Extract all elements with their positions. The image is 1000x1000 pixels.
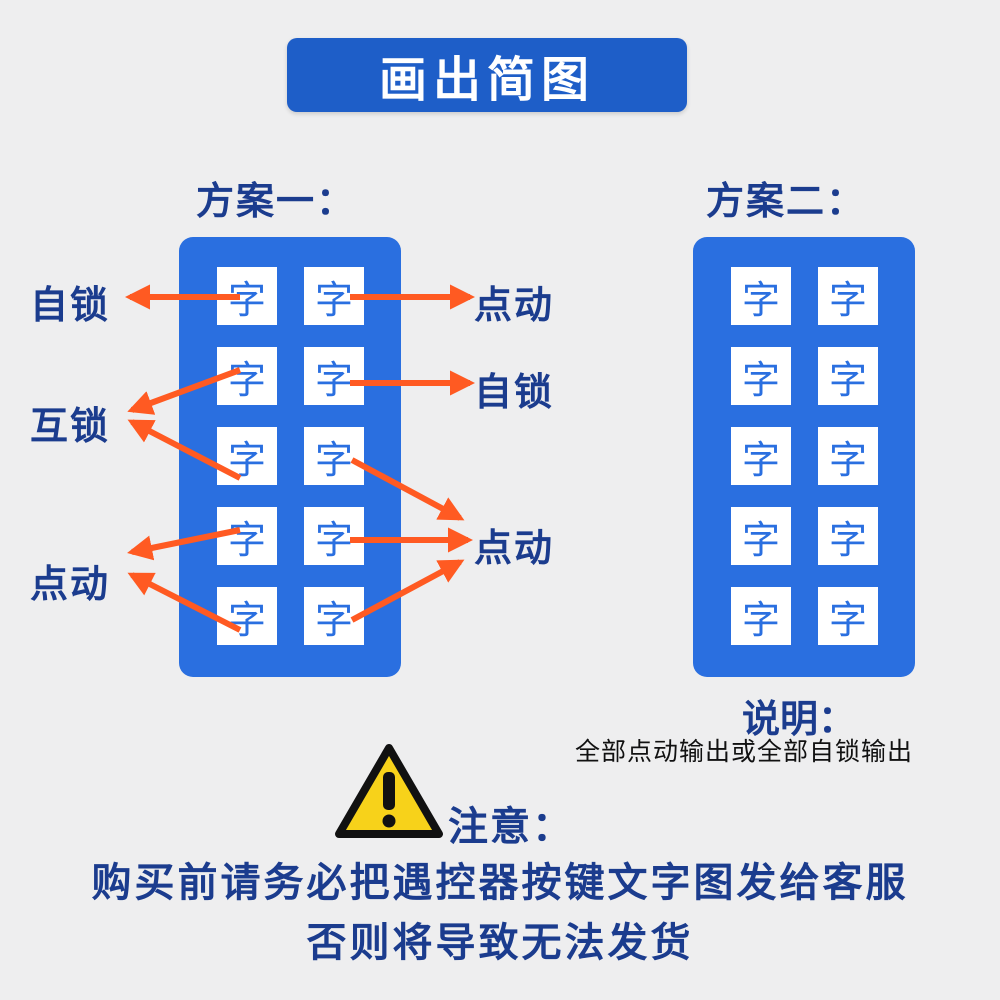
note-title: 说明： [742,697,857,741]
arrow-left-interlock-2 [127,419,242,481]
scheme2-key-r5-c1: 字 [731,587,791,645]
scheme2-key-r3-c2: 字 [818,427,878,485]
scheme1-panel: 字 字 字 字 字 字 字 字 字 字 [179,237,401,677]
note-text: 全部点动输出或全部自锁输出 [575,737,914,766]
scheme2-key-r2-c1: 字 [731,347,791,405]
right-label-jog-bottom: 点动 [474,526,555,570]
warning-icon [335,744,443,838]
arrow-left-jog-2 [127,572,242,633]
scheme2-key-r4-c2: 字 [818,507,878,565]
scheme2-key-r4-c1: 字 [731,507,791,565]
left-label-jog: 点动 [30,562,111,606]
scheme2-key-r1-c2: 字 [818,267,878,325]
scheme1-key-r3-c1: 字 [217,427,277,485]
scheme1-title: 方案一： [196,179,357,223]
scheme1-key-r1-c2: 字 [304,267,364,325]
scheme2-panel: 字 字 字 字 字 字 字 字 字 字 [693,237,915,677]
scheme2-key-r1-c1: 字 [731,267,791,325]
warning-title: 注意： [448,804,574,850]
notice-line-1: 购买前请务必把遇控器按键文字图发给客服 [91,860,909,906]
right-label-selflock: 自锁 [474,370,555,414]
scheme1-key-r5-c1: 字 [217,587,277,645]
right-label-jog-top: 点动 [474,283,555,327]
arrow-right-jog-3 [350,559,465,623]
scheme1-key-r4-c2: 字 [304,507,364,565]
arrow-right-jog-1 [350,457,465,521]
scheme2-key-r2-c2: 字 [818,347,878,405]
arrow-left-jog-1 [127,527,241,561]
scheme2-title: 方案二： [706,179,867,223]
scheme1-key-r4-c1: 字 [217,507,277,565]
scheme2-key-r5-c2: 字 [818,587,878,645]
left-label-interlock: 互锁 [30,404,111,448]
scheme2-key-r3-c1: 字 [731,427,791,485]
arrow-left-interlock-1 [127,367,242,415]
scheme1-key-r3-c2: 字 [304,427,364,485]
title-banner: 画出简图 [287,38,687,112]
page-title: 画出简图 [378,52,595,108]
scheme1-key-r2-c2: 字 [304,347,364,405]
notice-line-2: 否则将导致无法发货 [306,920,694,966]
left-label-selflock: 自锁 [30,283,111,327]
